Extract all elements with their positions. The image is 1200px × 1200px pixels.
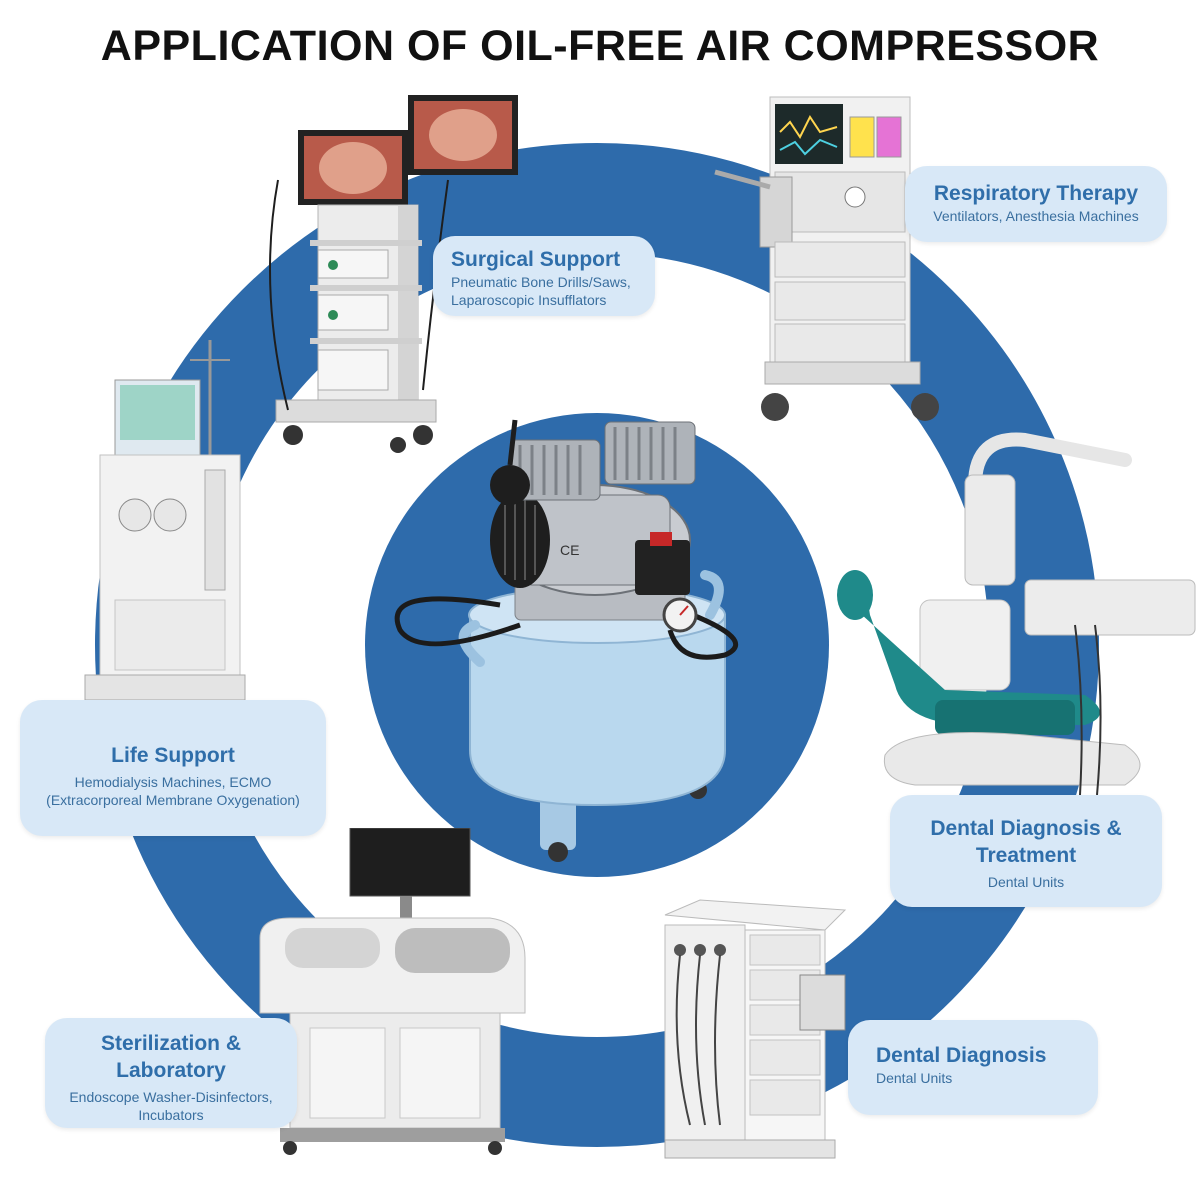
card-subtitle: Ventilators, Anesthesia Machines <box>933 208 1139 224</box>
laparoscopic-tower-illustration <box>269 95 518 453</box>
card-title: Surgical Support <box>451 248 621 271</box>
card-subtitle: Dental Units <box>987 874 1065 890</box>
card-title: Dental Diagnosis & <box>930 817 1122 840</box>
card-sterilization-laboratory: Sterilization & Laboratory Endoscope Was… <box>45 1018 297 1128</box>
card-subtitle: Hemodialysis Machines, ECMO <box>74 774 272 790</box>
card-subtitle: (Extracorporeal Membrane Oxygenation) <box>46 792 300 808</box>
air-compressor-illustration: CE <box>394 419 739 862</box>
card-title: Life Support <box>111 744 235 767</box>
dental-chair-illustration <box>837 432 1196 796</box>
card-subtitle: Endoscope Washer-Disinfectors, <box>69 1089 273 1105</box>
card-respiratory-therapy: Respiratory Therapy Ventilators, Anesthe… <box>905 166 1167 242</box>
card-subtitle: Dental Units <box>876 1070 953 1086</box>
dental-cart-illustration <box>664 899 847 1159</box>
anesthesia-machine-illustration <box>714 96 939 421</box>
card-title: Dental Diagnosis <box>876 1044 1047 1067</box>
hemodialysis-machine-illustration <box>84 340 246 728</box>
card-subtitle: Incubators <box>138 1107 204 1123</box>
endoscope-washer-illustration <box>259 828 526 1155</box>
card-life-support: Life Support Hemodialysis Machines, ECMO… <box>20 700 326 836</box>
card-title: Sterilization & <box>100 1032 242 1055</box>
card-subtitle: Laparoscopic Insufflators <box>451 292 607 308</box>
card-surgical-support: Surgical Support Pneumatic Bone Drills/S… <box>433 236 655 316</box>
card-dental-diagnosis-treatment: Dental Diagnosis & Treatment Dental Unit… <box>890 795 1162 907</box>
card-title: Respiratory Therapy <box>933 182 1139 205</box>
svg-text:CE: CE <box>560 542 579 558</box>
card-title: Treatment <box>975 844 1077 867</box>
card-title: Laboratory <box>116 1059 226 1082</box>
page-title: APPLICATION OF OIL-FREE AIR COMPRESSOR <box>100 22 1100 70</box>
card-subtitle: Pneumatic Bone Drills/Saws, <box>451 274 631 290</box>
card-dental-diagnosis: Dental Diagnosis Dental Units <box>848 1020 1098 1115</box>
